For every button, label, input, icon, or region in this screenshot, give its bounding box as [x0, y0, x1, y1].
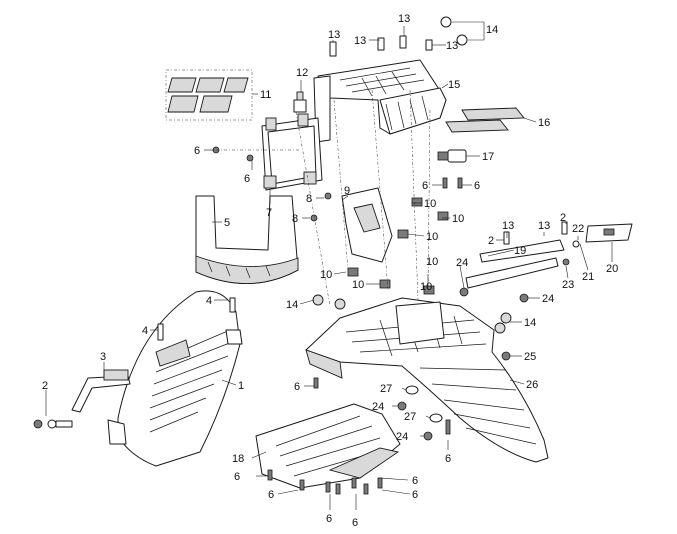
part-19-plate-arm: [465, 239, 565, 289]
callout-6: 6: [445, 453, 451, 465]
callout-6: 6: [194, 145, 200, 157]
callout-10: 10: [452, 213, 464, 225]
callout-6: 6: [422, 180, 428, 192]
callout-26: 26: [526, 379, 538, 391]
callout-8: 8: [292, 213, 298, 225]
callout-6: 6: [412, 489, 418, 501]
callout-24: 24: [456, 257, 468, 269]
callout-10: 10: [426, 231, 438, 243]
callout-27: 27: [380, 383, 392, 395]
callout-20: 20: [606, 263, 618, 275]
part-17-clip: [437, 149, 467, 163]
callout-10: 10: [424, 198, 436, 210]
callout-13: 13: [502, 220, 514, 232]
callout-22: 22: [572, 223, 584, 235]
callout-21: 21: [582, 271, 594, 283]
callout-24: 24: [542, 293, 554, 305]
part-12-bracket: [293, 91, 307, 113]
assembly-guides: [216, 89, 431, 307]
callout-14: 14: [286, 299, 298, 311]
callout-17: 17: [482, 151, 494, 163]
callout-18: 18: [232, 453, 244, 465]
part-16-pads: [445, 107, 525, 133]
callout-12: 12: [296, 67, 308, 79]
part-15-storage-tray: [313, 59, 447, 143]
callout-23: 23: [562, 279, 574, 291]
callout-13: 13: [446, 40, 458, 52]
leader-lines: [45, 21, 613, 510]
callout-24: 24: [372, 401, 384, 413]
callout-5: 5: [224, 217, 230, 229]
callout-10: 10: [426, 256, 438, 268]
callout-6: 6: [474, 180, 480, 192]
callout-6: 6: [244, 173, 250, 185]
callout-11: 11: [260, 89, 271, 101]
callout-10: 10: [420, 281, 432, 293]
callout-13: 13: [538, 220, 550, 232]
callout-24: 24: [396, 431, 408, 443]
callout-25: 25: [524, 351, 536, 363]
callout-7: 7: [266, 207, 272, 219]
part-9-mount-bracket: [341, 187, 393, 263]
callout-6: 6: [268, 489, 274, 501]
callout-14: 14: [486, 24, 498, 36]
callout-14: 14: [524, 317, 536, 329]
callout-16: 16: [538, 117, 550, 129]
part-11-label-kit: [165, 69, 253, 121]
callout-6: 6: [412, 475, 418, 487]
callout-13: 13: [354, 35, 366, 47]
fasteners: [157, 16, 580, 495]
callout-10: 10: [352, 279, 364, 291]
callout-6: 6: [326, 513, 332, 525]
part-3-hose-holder: [71, 369, 131, 413]
part-1-front-fender: [107, 290, 243, 467]
callout-10: 10: [320, 269, 332, 281]
callout-4: 4: [206, 295, 212, 307]
callout-19: 19: [514, 245, 526, 257]
callout-1: 1: [238, 380, 244, 392]
callout-13: 13: [328, 29, 340, 41]
callout-9: 9: [344, 185, 350, 197]
callout-labels: 1 2 2 2 3 4 4 5 6 6 6 6 6 6 6 6 6 6 6 6 …: [42, 13, 618, 529]
callout-2: 2: [488, 235, 494, 247]
part-2-bolt-left: [33, 419, 73, 429]
callout-13: 13: [398, 13, 410, 25]
callout-4: 4: [142, 325, 148, 337]
callout-6: 6: [234, 471, 240, 483]
part-5-inner-flap: [195, 195, 299, 284]
callout-8: 8: [306, 193, 312, 205]
part-18-under-tray: [255, 403, 401, 489]
callout-3: 3: [100, 351, 106, 363]
part-26-rear-fender: [305, 297, 549, 463]
part-14-grommets: [312, 294, 512, 334]
callout-6: 6: [352, 517, 358, 529]
part-7-battery-frame: [261, 113, 323, 191]
part-20-plate-light: [585, 223, 633, 243]
callout-6: 6: [294, 381, 300, 393]
callout-2: 2: [560, 212, 566, 224]
callout-27: 27: [404, 411, 416, 423]
callout-2: 2: [42, 380, 48, 392]
callout-15: 15: [448, 79, 460, 91]
